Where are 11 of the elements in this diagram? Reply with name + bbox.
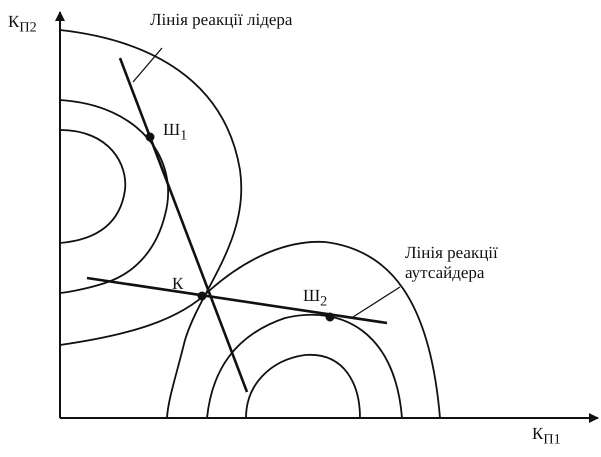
leader-line xyxy=(132,48,162,82)
axis-label: К$_{П1}$ xyxy=(532,424,561,450)
point-label: К xyxy=(172,274,184,294)
reaction-line xyxy=(86,276,388,324)
point-label: Ш$_{1}$ xyxy=(163,120,188,146)
leader-line xyxy=(352,286,400,318)
point-label: Ш$_{2}$ xyxy=(303,286,328,312)
line-caption: Лінія реакції аутсайдера xyxy=(405,243,555,283)
reaction-line xyxy=(118,58,248,392)
line-caption: Лінія реакції лідера xyxy=(150,10,350,30)
axis-label: К$_{П2}$ xyxy=(8,12,37,38)
